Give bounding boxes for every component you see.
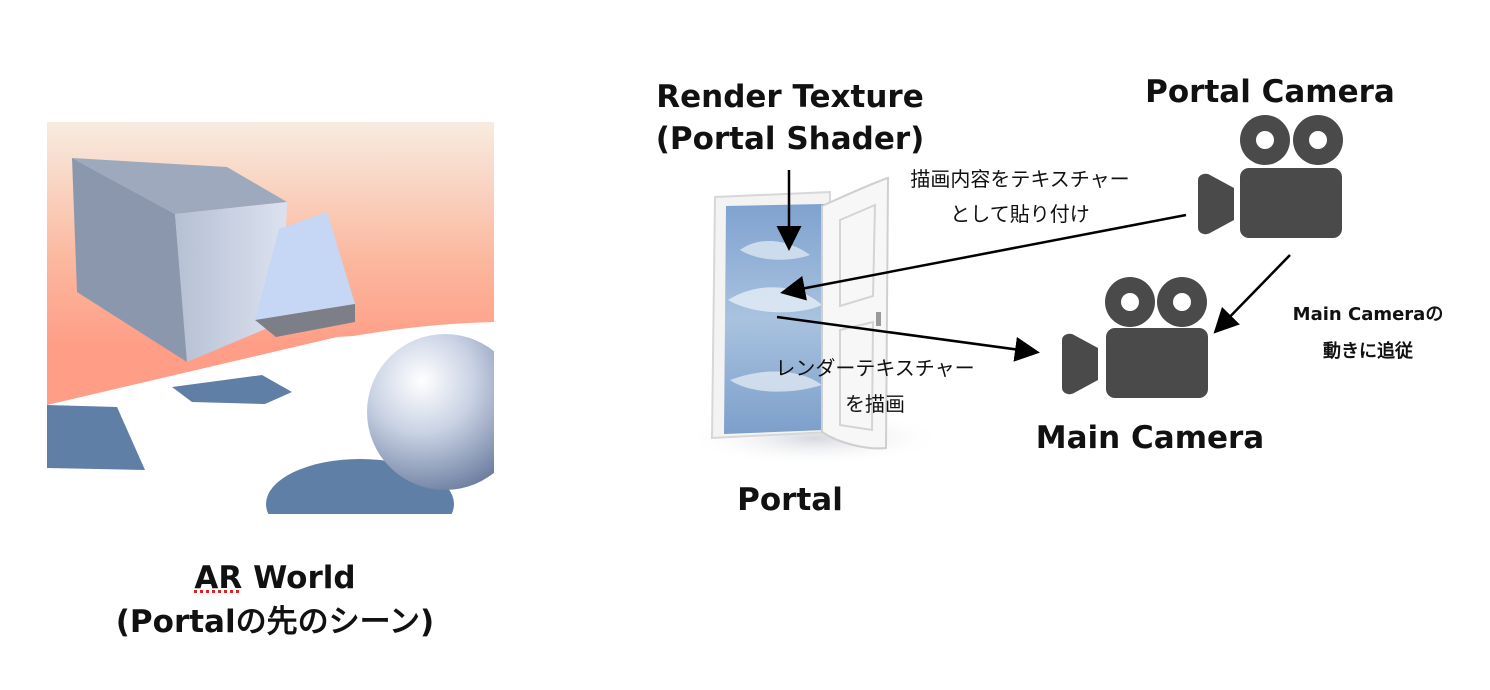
ar-world-subtitle: (Portalの先のシーン) (115, 604, 435, 640)
render-texture-note: レンダーテキスチャー を描画 (740, 350, 1010, 422)
render-texture-subtitle: (Portal Shader) (655, 121, 925, 157)
follow-main-camera-note: Main Cameraの 動きに追従 (1258, 296, 1478, 370)
floor-shadow (47, 405, 145, 470)
paste-note-line2: として貼り付け (950, 202, 1090, 226)
ar-world-scene (47, 122, 494, 514)
render-texture-label: Render Texture (Portal Shader) (640, 76, 940, 160)
door-handle (876, 312, 881, 326)
ar-world-title: AR World (60, 556, 490, 600)
portal-label: Portal (737, 482, 843, 518)
sphere (367, 334, 494, 490)
portal-camera-label: Portal Camera (1145, 74, 1395, 110)
box-top-face (255, 212, 355, 320)
arrow-portal-to-main-camera (776, 315, 1040, 362)
ar-abbr: AR (194, 560, 243, 596)
paste-note-line1: 描画内容をテキスチャー (910, 167, 1130, 191)
cube-top-face (72, 158, 287, 214)
ar-world-title-rest: World (242, 560, 356, 596)
follow-note-line1: Main Cameraの (1292, 304, 1444, 325)
floor-shadow (172, 375, 292, 404)
box-side-face (255, 304, 355, 337)
main-camera-icon (1062, 277, 1208, 398)
render-note-line1: レンダーテキスチャー (775, 356, 975, 380)
main-camera-label: Main Camera (1035, 420, 1265, 456)
portal-camera-icon (1198, 115, 1343, 238)
follow-note-line2: 動きに追従 (1323, 341, 1413, 362)
render-texture-title: Render Texture (656, 79, 924, 115)
cube-left-face (72, 158, 187, 362)
render-note-line2: を描画 (845, 392, 905, 416)
paste-texture-note: 描画内容をテキスチャー として貼り付け (870, 162, 1170, 232)
ar-world-caption: AR World (Portalの先のシーン) (60, 556, 490, 644)
